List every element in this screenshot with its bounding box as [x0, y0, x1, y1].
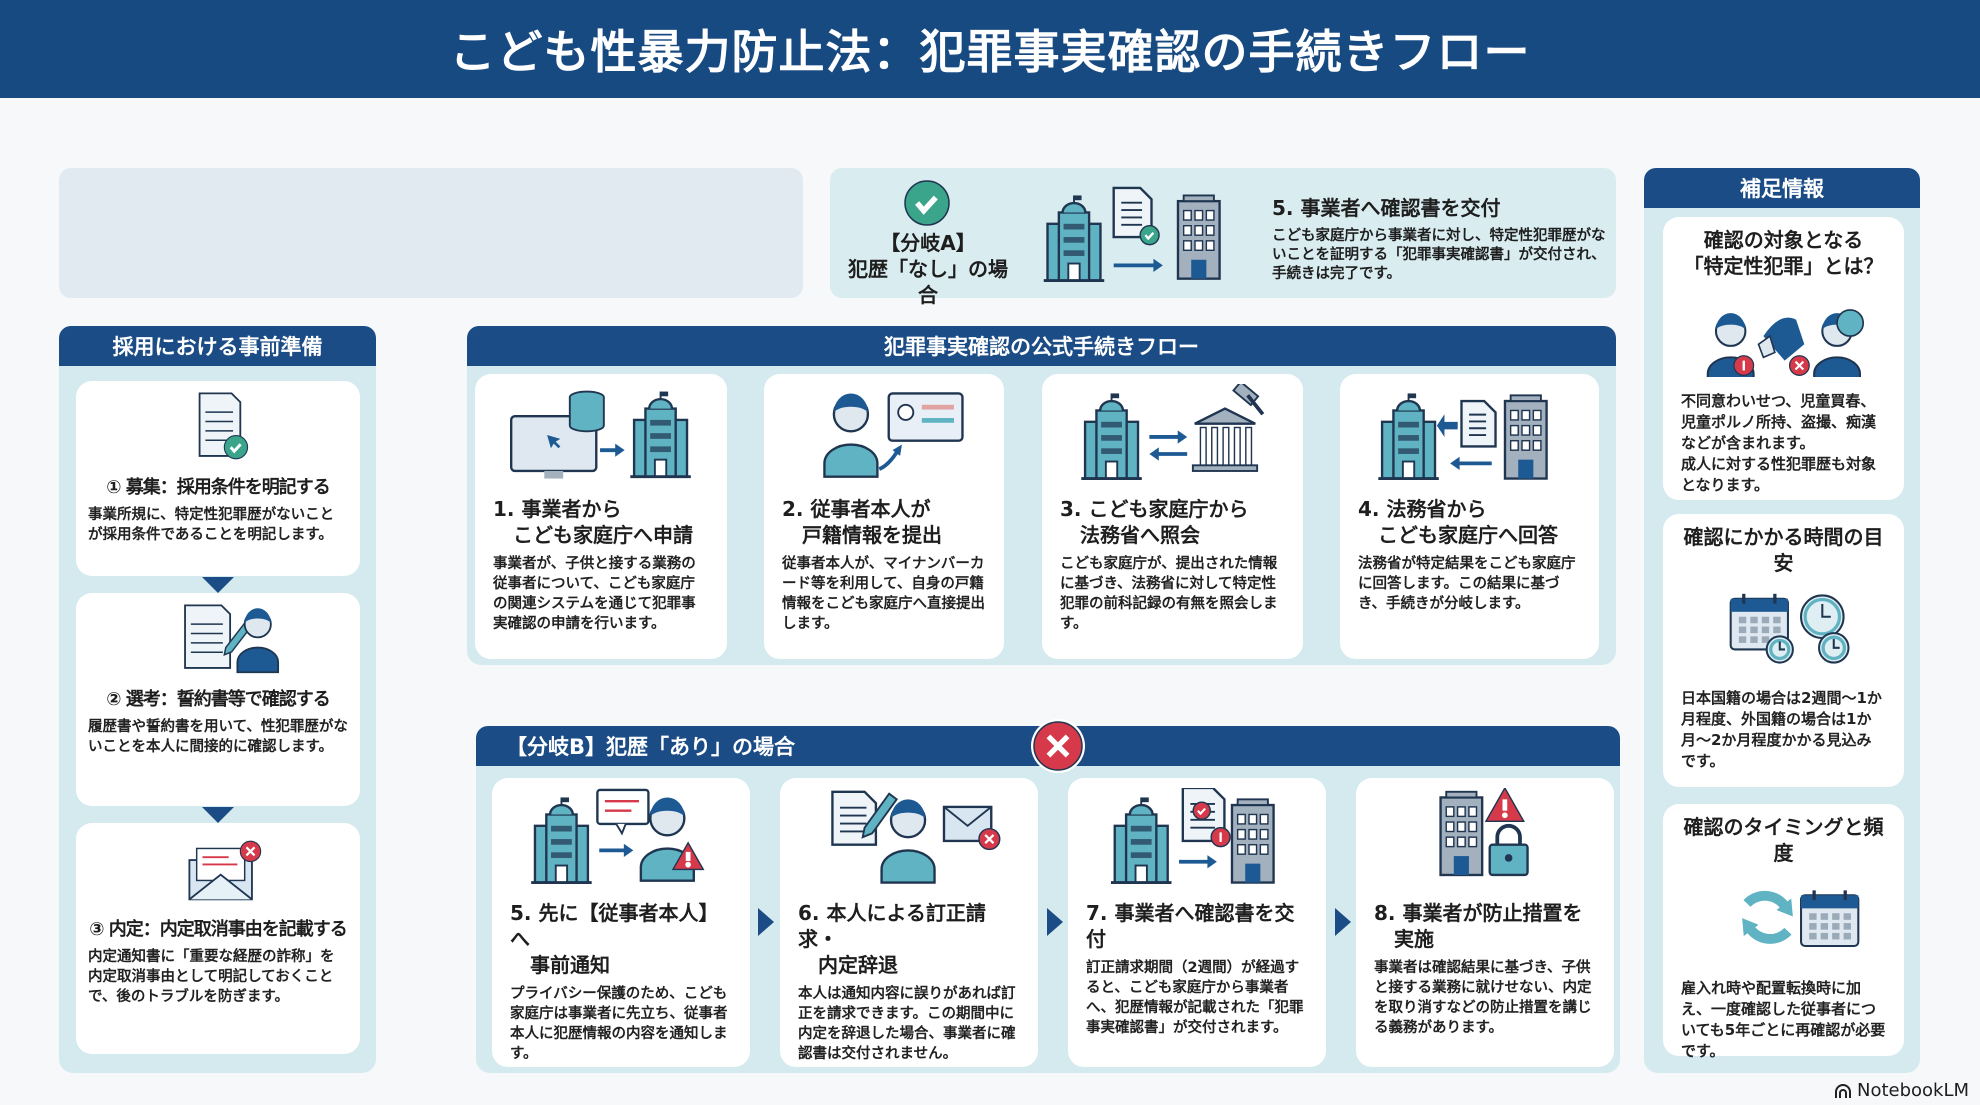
branch-b-step-card-body: 訂正請求期間（2週間）が経過すると、こども家庭庁から事業者へ、犯歴情報が記載され… — [1086, 960, 1304, 1036]
person-id-card-icon — [782, 384, 986, 488]
prep-card-title: ② 選考：誓約書等で確認する — [106, 689, 331, 710]
branch-a-step-body: こども家庭庁から事業者に対し、特定性犯罪歴がないことを証明する「犯罪事実確認書」… — [1272, 228, 1606, 282]
flow-step-card: 1. 事業者から こども家庭庁へ申請事業者が、子供と接する業務の従事者について、… — [475, 374, 727, 659]
branch-b-step-card-body: 本人は通知内容に誤りがあれば訂正を請求できます。この期間中に内定を辞退した場合、… — [798, 986, 1016, 1062]
x-circle-icon — [1030, 718, 1086, 774]
prep-card: ③ 内定：内定取消事由を記載する内定通知書に「重要な経歴の詐称」を内定取消事由と… — [76, 823, 360, 1054]
branch-b-step-card-title: 6. 本人による訂正請求・ 内定辞退 — [798, 901, 986, 977]
down-arrow-icon — [202, 807, 234, 823]
branch-b-step-card-body: 事業者は確認結果に基づき、子供と接する業務に就けせない、内定を取り消すなどの防止… — [1374, 960, 1592, 1036]
prep-card-body: 事業所規に、特定性犯罪歴がないことが採用条件であることを明記します。 — [88, 507, 335, 543]
envelope-x-icon — [84, 831, 352, 911]
info-card-body: 雇入れ時や配置転換時に加え、一度確認した従事者についても5年ごとに再確認が必要で… — [1681, 979, 1886, 1060]
prep-card: ② 選考：誓約書等で確認する履歴書や誓約書を用いて、性犯罪歴がないことを本人に間… — [76, 593, 360, 806]
watermark-text: NotebookLM — [1857, 1080, 1970, 1101]
prep-card-body: 履歴書や誓約書を用いて、性犯罪歴がないことを本人に間接的に確認します。 — [88, 719, 348, 755]
down-arrow-icon — [202, 577, 234, 593]
flow-step-card-title: 4. 法務省から こども家庭庁へ回答 — [1358, 497, 1558, 547]
document-check-icon — [84, 389, 352, 469]
flow-step-card-title: 1. 事業者から こども家庭庁へ申請 — [493, 497, 693, 547]
info-card-body: 日本国籍の場合は2週間〜1か月程度、外国籍の場合は1か月〜2か月程度かかる見込み… — [1681, 689, 1882, 770]
right-arrow-icon — [1047, 908, 1063, 936]
info-card-body: 不同意わいせつ、児童買春、児童ポルノ所持、盗撮、痴漢などが含まれます。 成人に対… — [1681, 392, 1877, 494]
refresh-calendar-icon — [1681, 874, 1886, 964]
info-card: 確認の対象となる 「特定性犯罪」とは？ 不同意わいせつ、児童買春、児童ポルノ所持、… — [1663, 217, 1904, 500]
building-document-alert-building-icon — [1086, 788, 1308, 892]
info-card-title: 確認のタイミングと頻度 — [1683, 815, 1884, 865]
contract-person-icon — [84, 601, 352, 681]
flow-step-card: 3. こども家庭庁から 法務省へ照会こども家庭庁が、提出された情報に基づき、法務… — [1042, 374, 1303, 659]
offense-people-icon — [1681, 287, 1886, 377]
branch-a-box: 【分岐A】 犯歴「なし」の場合 5. 事業者へ確認書を交付 こども家庭庁から事業… — [830, 168, 1616, 307]
flow-step-card-body: 従事者本人が、マイナンバーカード等を利用して、自身の戸籍情報をこども家庭庁へ直接… — [782, 556, 985, 632]
notebooklm-logo-icon — [1835, 1083, 1851, 1098]
branch-b-step-card: 8. 事業者が防止措置を 実施事業者は確認結果に基づき、子供と接する業務に就けせ… — [1356, 778, 1614, 1067]
page-title: こども性暴力防止法：犯罪事実確認の手続きフロー — [0, 0, 1980, 98]
notebooklm-watermark: NotebookLM — [1834, 1080, 1969, 1101]
building-document-check-icon — [1038, 186, 1248, 290]
building-warning-lock-icon — [1374, 788, 1596, 892]
official-flow-header: 犯罪事実確認の公式手続きフロー — [467, 326, 1616, 366]
person-edit-envelope-x-icon — [798, 788, 1020, 892]
building-court-icon — [1060, 384, 1285, 488]
prep-card: ① 募集：採用条件を明記する事業所規に、特定性犯罪歴がないことが採用条件であるこ… — [76, 381, 360, 576]
right-arrow-icon — [758, 908, 774, 936]
branch-b-step-card: 6. 本人による訂正請求・ 内定辞退本人は通知内容に誤りがあれば訂正を請求できま… — [780, 778, 1038, 1067]
right-panel-header: 補足情報 — [1644, 168, 1920, 208]
flow-step-card-body: こども家庭庁が、提出された情報に基づき、法務省に対して特定性犯罪の前科記録の有無… — [1060, 556, 1278, 632]
branch-b-step-card-title: 7. 事業者へ確認書を交付 — [1086, 901, 1295, 951]
calendar-clock-icon — [1681, 584, 1886, 674]
flow-step-card: 4. 法務省から こども家庭庁へ回答法務省が特定結果をこども家庭庁に回答します。… — [1340, 374, 1599, 659]
flow-step-card-body: 法務省が特定結果をこども家庭庁に回答します。この結果に基づき、手続きが分岐します… — [1358, 556, 1576, 612]
branch-a-label: 【分岐A】 — [880, 231, 976, 255]
prep-card-title: ③ 内定：内定取消事由を記載する — [89, 919, 348, 940]
info-card-title: 確認にかかる時間の目安 — [1683, 525, 1884, 575]
right-arrow-icon — [1335, 908, 1351, 936]
computer-database-building-icon — [493, 384, 709, 488]
blank-placeholder-box — [59, 168, 803, 298]
branch-b-step-card: 5. 先に【従事者本人】へ 事前通知プライバシー保護のため、こども家庭庁は事業者… — [492, 778, 750, 1067]
info-card: 確認のタイミングと頻度雇入れ時や配置転換時に加え、一度確認した従事者についても5… — [1663, 804, 1904, 1060]
flow-step-card-title: 3. こども家庭庁から 法務省へ照会 — [1060, 497, 1249, 547]
branch-b-step-card-body: プライバシー保護のため、こども家庭庁は事業者に先立ち、従事者本人に犯歴情報の内容… — [510, 986, 728, 1062]
flow-step-card-body: 事業者が、子供と接する業務の従事者について、こども家庭庁の関連システムを通じて犯… — [493, 556, 696, 632]
prep-card-body: 内定通知書に「重要な経歴の詐称」を内定取消事由として明記しておくことで、後のトラ… — [88, 949, 335, 1005]
prep-card-title: ① 募集：採用条件を明記する — [106, 477, 331, 498]
branch-b-step-card-title: 8. 事業者が防止措置を 実施 — [1374, 901, 1583, 951]
flow-step-card-title: 2. 従事者本人が 戸籍情報を提出 — [782, 497, 942, 547]
branch-b-step-card: 7. 事業者へ確認書を交付訂正請求期間（2週間）が経過すると、こども家庭庁から事… — [1068, 778, 1326, 1067]
branch-a-step-title: 5. 事業者へ確認書を交付 — [1272, 196, 1501, 220]
left-panel-header: 採用における事前準備 — [59, 326, 376, 366]
info-card: 確認にかかる時間の目安日本国籍の場合は2週間〜1か月程度、外国籍の場合は1か月〜… — [1663, 514, 1904, 787]
building-document-building-icon — [1358, 384, 1581, 488]
flow-step-card: 2. 従事者本人が 戸籍情報を提出従事者本人が、マイナンバーカード等を利用して、… — [764, 374, 1004, 659]
check-circle-icon — [904, 180, 950, 226]
building-message-person-warning-icon — [510, 788, 732, 892]
info-card-title: 確認の対象となる 「特定性犯罪」とは？ — [1683, 228, 1884, 278]
branch-a-condition: 犯歴「なし」の場合 — [848, 257, 1008, 307]
branch-b-step-card-title: 5. 先に【従事者本人】へ 事前通知 — [510, 901, 719, 977]
